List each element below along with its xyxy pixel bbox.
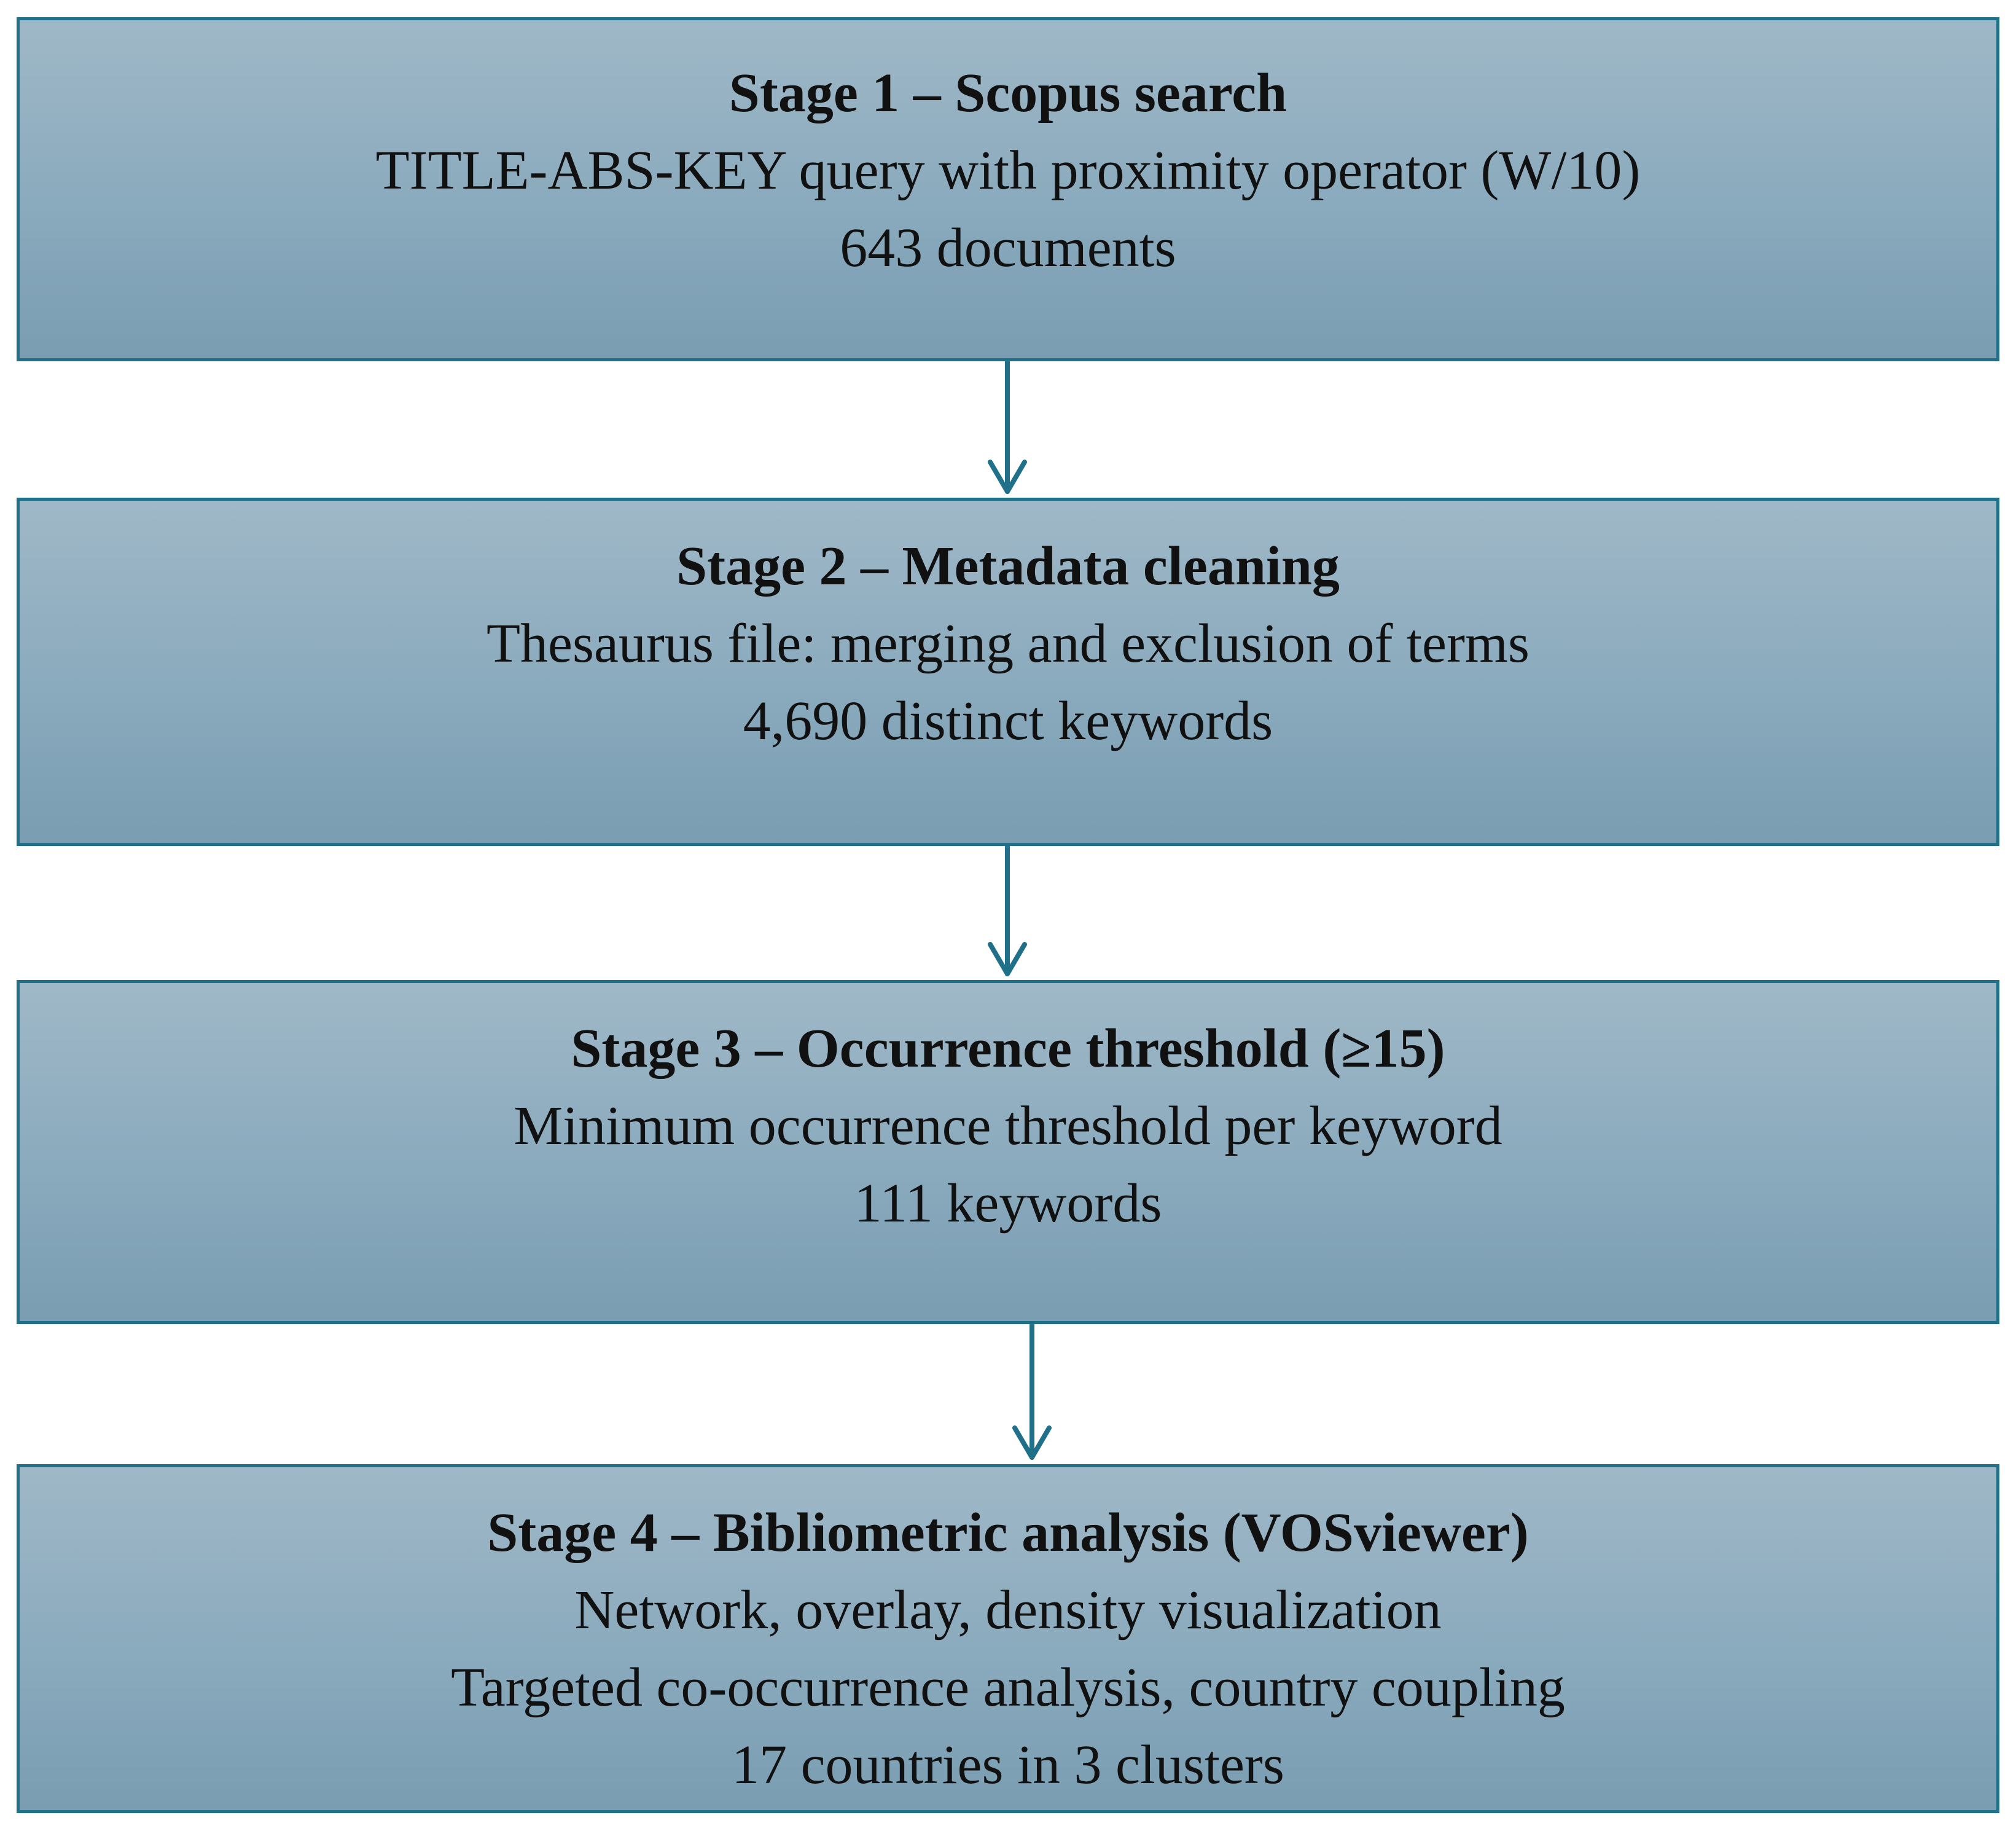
arrow-head-icon [1012,1425,1052,1460]
stage-2-box: Stage 2 – Metadata cleaning Thesaurus fi… [17,498,1999,846]
arrow-stage3-to-stage4 [1012,1322,1052,1460]
stage-4-title: Stage 4 – Bibliometric analysis (VOSview… [487,1502,1529,1563]
stage-1-line-1: TITLE-ABS-KEY query with proximity opera… [375,140,1641,201]
stage-3-title: Stage 3 – Occurrence threshold (≥15) [571,1018,1445,1079]
arrow-stage2-to-stage3 [988,844,1027,976]
arrow-head-icon [988,460,1027,494]
stage-2-line-2: 4,690 distinct keywords [743,691,1273,751]
arrow-head-icon [988,942,1027,976]
stage-2-title: Stage 2 – Metadata cleaning [676,536,1340,597]
stage-3-line-2: 111 keywords [854,1173,1162,1234]
stage-2-line-1: Thesaurus file: merging and exclusion of… [486,613,1530,674]
stage-4-line-2: Targeted co-occurrence analysis, country… [451,1657,1565,1718]
stage-4-line-1: Network, overlay, density visualization [574,1580,1442,1641]
stage-4-box: Stage 4 – Bibliometric analysis (VOSview… [17,1464,1999,1813]
stage-3-line-1: Minimum occurrence threshold per keyword [514,1096,1502,1156]
stage-1-box: Stage 1 – Scopus search TITLE-ABS-KEY qu… [17,17,1999,361]
stage-4-line-3: 17 countries in 3 clusters [732,1735,1284,1795]
stage-1-title: Stage 1 – Scopus search [729,63,1287,123]
stage-3-box: Stage 3 – Occurrence threshold (≥15) Min… [17,980,1999,1324]
arrow-stage1-to-stage2 [988,359,1027,494]
stage-1-line-2: 643 documents [840,218,1176,278]
